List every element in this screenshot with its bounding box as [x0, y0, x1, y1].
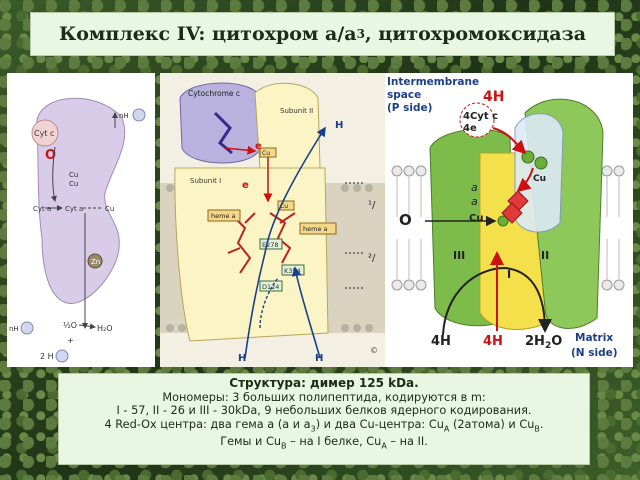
h-circle-top — [132, 108, 146, 122]
i-label: I — [507, 268, 511, 281]
caption-line-5: Гемы и CuB – на I белке, CuA – на II. — [220, 435, 428, 451]
ims-label-1: Intermembrane — [387, 76, 479, 88]
copyright-label: © — [370, 346, 378, 355]
subunit2-shape — [254, 82, 321, 169]
cub-sphere — [497, 215, 509, 227]
cyt-c-circle — [459, 102, 495, 138]
hp-top-label: H — [335, 120, 343, 131]
h2o-label: H₂O — [97, 324, 113, 333]
o2-frac-label: ½O — [63, 321, 77, 330]
cytochrome-c-label: Cytochrome c — [188, 89, 240, 98]
h4-top-label: 4H — [483, 89, 504, 105]
caption-line-2: Мономеры: 3 больших полипептида, кодирую… — [162, 390, 486, 404]
middle-diagram: Cytochrome c Subunit II Subunit I heme a… — [160, 73, 385, 367]
d124-label: D124 — [262, 283, 279, 291]
h2o-label: 2H — [525, 334, 545, 349]
heme-a-label: heme a — [211, 212, 236, 220]
zn-label: Zn — [91, 258, 100, 266]
subunit1-label: Subunit I — [190, 177, 221, 185]
heme-a3-label: heme a — [303, 225, 328, 233]
cub-label: Cu — [280, 203, 288, 210]
heme-a3-shape — [501, 202, 523, 224]
plus-label: + — [67, 336, 74, 345]
h-circle-left — [20, 321, 34, 335]
title-sub: 3 — [356, 27, 365, 41]
matrix-label-1: Matrix — [575, 332, 613, 344]
cua-label: Cu — [262, 150, 270, 157]
ii-label: II — [541, 249, 549, 262]
left-diagram: Cyt c O Cu Cu Cyt a Cyt a Cu Zn nH nH ½O… — [7, 73, 155, 367]
e-mid-label: e — [242, 180, 249, 191]
k354-label: K354 — [284, 267, 301, 275]
h4-left-label: 4H — [431, 334, 451, 349]
o-minus-label: O — [45, 148, 56, 163]
ims-label-3: (P side) — [387, 102, 432, 114]
a-label: a — [471, 181, 478, 194]
cyta3-label: Cyt a — [65, 205, 83, 213]
cua-sphere-2 — [534, 156, 548, 170]
hp-bottom-label: H — [238, 353, 246, 364]
hk-bottom-label: H — [315, 353, 323, 364]
svg-text:2H2O: 2H2O — [525, 334, 562, 351]
caption-line-4: 4 Red-Ox центра: два гема а (а и а3) и д… — [104, 417, 544, 433]
cua1-label: Cu — [69, 171, 78, 179]
cu-a-region — [514, 113, 564, 233]
caption-line-1: Структура: димер 125 kDa. — [229, 376, 419, 390]
e-top-label: e — [255, 141, 262, 152]
cub-label: Cu — [105, 205, 114, 213]
iii-label: III — [453, 249, 465, 262]
cyt4-label: 4Cyt c — [463, 111, 498, 122]
right-diagram: 4Cyt c 4e Intermembrane space (P side) 4… — [385, 73, 633, 367]
cua2-label: Cu — [69, 180, 78, 188]
cua-label: Cu — [533, 174, 546, 184]
h-circle-bottom — [55, 349, 69, 363]
cub-label: Cu — [469, 213, 483, 224]
ims-label-2: space — [387, 89, 421, 101]
nh-left-label: nH — [9, 325, 19, 333]
nh-top-label: nH — [119, 112, 129, 120]
cyta-label: Cyt a — [33, 205, 51, 213]
title-rest: , цитохромоксидаза — [364, 23, 587, 45]
mark1-label: ¹/ — [368, 200, 376, 211]
h4-mid-label: 4H — [483, 334, 503, 349]
caption-box: Структура: димер 125 kDa. Мономеры: 3 бо… — [58, 373, 590, 465]
e278-label: E278 — [262, 241, 279, 249]
e4-label: 4e — [463, 123, 477, 134]
cytc-label: Cyt c — [34, 129, 54, 138]
o2-label: O — [399, 211, 412, 229]
matrix-label-2: (N side) — [571, 347, 618, 359]
caption-line-3: I - 57, II - 26 и III - 30kDa, 9 небольш… — [116, 404, 532, 417]
cytc-circle — [31, 119, 59, 147]
h-bottom-label: 2 H — [40, 352, 54, 361]
title-main: Комплекс IV: цитохром а/а — [58, 23, 357, 45]
subunit2-label: Subunit II — [280, 107, 313, 115]
h2o-o-label: O — [551, 334, 562, 349]
mark2-label: ²/ — [368, 253, 376, 264]
zn-circle — [87, 253, 103, 269]
a3-label: a — [471, 195, 478, 208]
